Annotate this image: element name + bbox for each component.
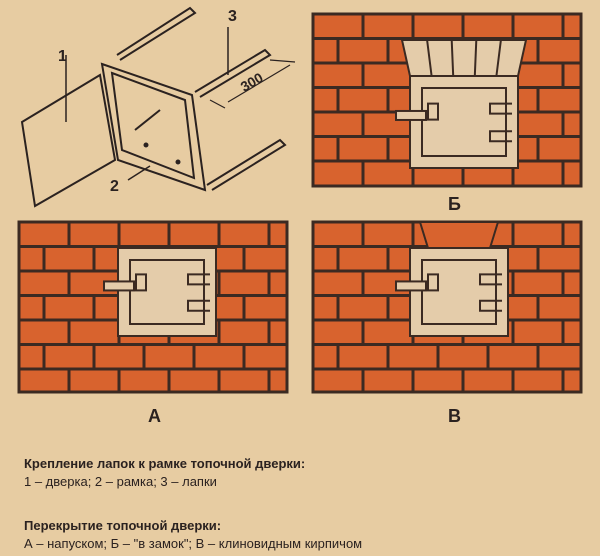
tab-right-upper: [194, 48, 272, 98]
caption-2-title: Перекрытие топочной дверки:: [24, 518, 222, 533]
door-latch: [395, 280, 427, 292]
latch-lock-icon: [427, 273, 439, 292]
wedge-brick: [418, 221, 500, 249]
panel-label-v: В: [448, 406, 461, 426]
door-frame-isometric: [20, 6, 296, 208]
door-plate: [20, 73, 117, 208]
brick-panel-a: [17, 220, 289, 394]
frame-inner: [110, 71, 196, 180]
brick-panel-b: [311, 12, 583, 188]
callout-1: 1: [58, 48, 67, 65]
door: [421, 259, 497, 325]
callout-2: 2: [110, 178, 119, 195]
door-hinges: [489, 102, 512, 143]
door: [421, 87, 507, 157]
door-frame: [409, 247, 509, 337]
brick-panel-v: [311, 220, 583, 394]
caption-2-body: А – напуском; Б – "в замок"; В – клинови…: [24, 536, 363, 551]
caption-1-title: Крепление лапок к рамке топочной дверки:: [24, 456, 306, 471]
door-frame: [117, 247, 217, 337]
frame-outer: [100, 62, 207, 192]
tab-top: [116, 6, 197, 61]
door-frame: [409, 75, 519, 169]
tab-right-lower: [206, 138, 287, 191]
door-hinges: [187, 273, 210, 312]
callout-3: 3: [228, 8, 237, 25]
panel-label-a: А: [148, 406, 161, 426]
door-latch: [103, 280, 135, 292]
caption-1-body: 1 – дверка; 2 – рамка; 3 – лапки: [24, 474, 217, 489]
latch-lock-icon: [135, 273, 147, 292]
door-latch: [395, 109, 427, 121]
latch-lock-icon: [427, 102, 439, 121]
door-hinges: [479, 273, 502, 312]
door: [129, 259, 205, 325]
lock-arch: [400, 39, 528, 77]
panel-label-b: Б: [448, 194, 461, 214]
